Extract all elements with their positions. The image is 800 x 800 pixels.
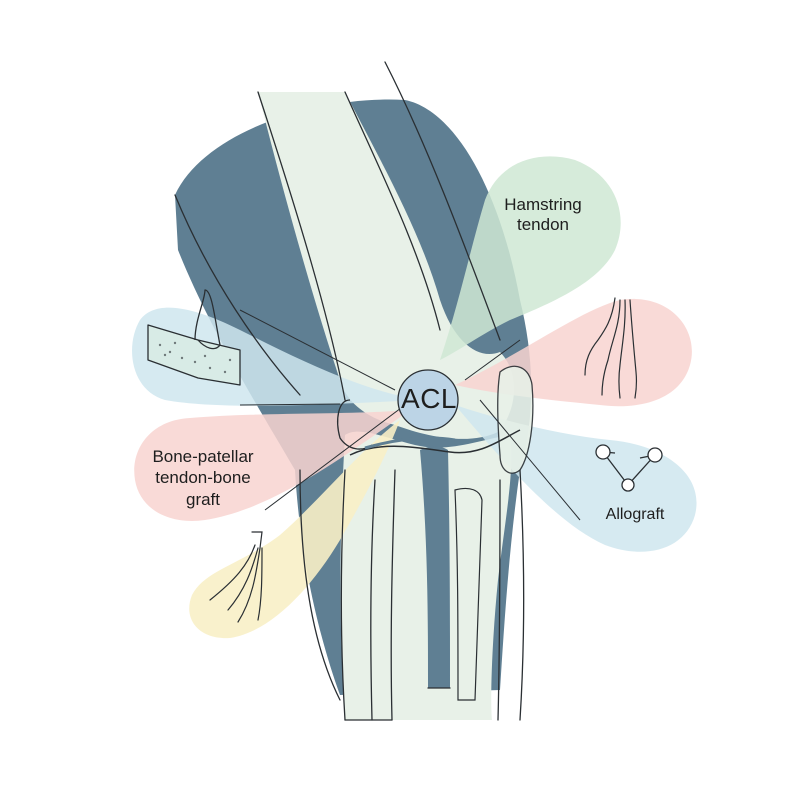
tibia-canal [420, 446, 450, 688]
hamstring-petal [440, 156, 621, 360]
bptb-label-line-1: Bone-patellar [152, 447, 254, 466]
molecule-network-icon [595, 444, 663, 492]
fibula-bone [454, 487, 483, 701]
joint-line [349, 429, 521, 456]
bptb-label-line-2: tendon-bone [155, 468, 251, 488]
hamstring-label-line-2: tendon [517, 215, 569, 235]
yellow-petal [189, 420, 400, 639]
anatomy-outlines [174, 61, 525, 721]
acl-label: ACL [401, 383, 457, 414]
hamstring-label-line-1: Hamstring [504, 195, 582, 214]
bptb-label-line-3: graft [185, 489, 221, 509]
bone-block-petal [132, 307, 420, 406]
tendon-strands-icon [584, 297, 638, 399]
tendon-strands-icon [209, 531, 263, 623]
left-condyle [337, 399, 373, 450]
bptb-graft-label: Bone-patellar tendon-bone graft [128, 446, 278, 510]
acl-circle [397, 369, 459, 431]
hamstring-tendon-label: Hamstring tendon [478, 195, 608, 236]
bone-block-graft-icon [147, 289, 241, 386]
leader-lines [239, 309, 581, 521]
allograft-label: Allograft [605, 506, 665, 523]
joint-line-inner [364, 436, 456, 450]
bptb-petal [134, 410, 410, 521]
